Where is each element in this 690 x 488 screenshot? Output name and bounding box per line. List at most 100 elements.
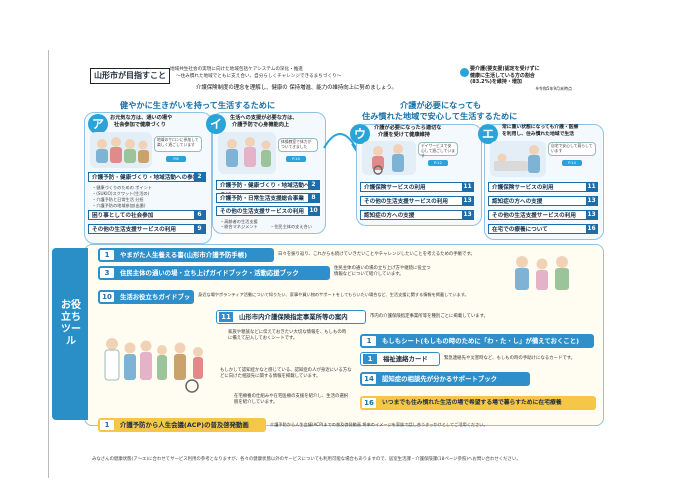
tool-bar-5[interactable]: 1 もしもシート(もしもの時のために「わ・た・し」が備えておくこと) xyxy=(360,334,594,348)
tool-label: 介護予防から人生会議(ACP)の普及啓発動画 xyxy=(120,421,249,429)
tool-desc-9: 介護予防から人生会議(ACP)までの普及啓発動画 将来のイメージを家族で話し合う… xyxy=(270,422,488,427)
panel-e-subtitle-1: 常に重い状態になっても介護・医療 xyxy=(502,125,579,130)
row-page-number: 8 xyxy=(308,193,319,203)
community-illustration xyxy=(100,330,220,404)
row-page-number: 13 xyxy=(586,196,597,206)
tool-page-number: 1 xyxy=(362,336,376,346)
row-label: 在宅での療養について xyxy=(492,227,548,233)
row-label: 認知症の方への支援 xyxy=(364,213,415,219)
lead-line-2: ～住み慣れた地域でともに支え合い、自分らしくチャレンジできるまちづくり～ xyxy=(176,74,342,79)
row-page-number: 10 xyxy=(308,206,319,216)
tool-bar-2[interactable]: 3 住民主体の通いの場・立ち上げガイドブック・活動応援ブック xyxy=(98,266,330,280)
footer-note: みなさんの健康状態(ア～エ)に合わせてサービス利用の参考となりますが、各々の健康… xyxy=(92,457,521,462)
row-label: 介護予防・日常生活支援総合事業 xyxy=(220,196,304,202)
caregiver-wheelchair-icon xyxy=(372,144,404,175)
tool-bar-8[interactable]: 16 いつまでも住み慣れた生活の場で希望する場で暮らすために在宅療養 xyxy=(360,396,596,410)
row-label: 介護保険サービスの利用 xyxy=(364,185,426,191)
panel-e-illustration xyxy=(490,141,546,177)
lead-line-3: 介護保険制度の理念を理解し、健康の 保持増進、能力の維持向上に努めましょう。 xyxy=(196,85,397,91)
tool-page-number: 16 xyxy=(362,398,376,408)
tool-page-number: 11 xyxy=(219,312,233,322)
panel-a-row-3[interactable]: その他の生活支援サービスの利用 9 xyxy=(88,224,206,234)
page-title: 山形市が目指すこと xyxy=(90,68,170,84)
panel-a-page-badge: P.8 xyxy=(166,156,186,162)
tool-label: 福祉連絡カード xyxy=(383,355,428,363)
tool-page-number: 1 xyxy=(100,250,114,260)
row-page-number: 2 xyxy=(194,172,205,182)
row-page-number: 11 xyxy=(462,182,473,192)
tool-desc-1: 日々を振り返り、これからも続けていきたいことやチャレンジしたいことを考えるための… xyxy=(278,252,475,257)
tool-page-number: 10 xyxy=(100,292,114,302)
row-label: その他の生活支援サービスの利用 xyxy=(364,199,448,205)
panel-a-row-2[interactable]: 困り事としての社会参加 6 xyxy=(88,210,206,220)
tool-desc-3: 身近な場やボランティア活動について知りたい、家事や買い物のサポートをしてもらいた… xyxy=(198,292,469,297)
panel-u-row-2[interactable]: その他の生活支援サービスの利用 13 xyxy=(360,196,474,206)
tool-desc-4: 市内の介護保険指定事業所等を種別ごとに掲載しています。 xyxy=(370,314,488,319)
tool-label: 山形市内介護保険指定事業所等の案内 xyxy=(239,313,348,321)
panel-e-row-1[interactable]: 介護保険サービスの利用 11 xyxy=(488,182,598,192)
panel-a-speech-bubble: 地域のサロンに参加して楽しく過ごしています xyxy=(154,136,202,152)
family-illustration xyxy=(508,252,588,296)
tool-bar-1[interactable]: 1 やまがた人生養える書(山形市介護予防手帳) xyxy=(98,248,274,262)
tool-label: いつまでも住み慣れた生活の場で希望する場で暮らすために在宅療養 xyxy=(382,400,562,406)
tool-bar-4[interactable]: 11 山形市内介護保険指定事業所等の案内 xyxy=(216,310,366,324)
row-label: 介護保険サービスの利用 xyxy=(492,185,554,191)
row-label: その他の生活支援サービスの利用 xyxy=(220,209,304,215)
panel-a-row-1[interactable]: 介護予防・健康づくり・地域活動への参加 2 xyxy=(88,172,206,182)
panel-u-subtitle-1: 介護が必要になったら適切な xyxy=(374,125,442,131)
tool-label: もしもシート(もしもの時のために「わ・た・し」が備えておくこと) xyxy=(382,337,580,345)
panel-e-row-3[interactable]: その他の生活支援サービスの利用 13 xyxy=(488,210,598,220)
tools-side-tab xyxy=(52,248,88,420)
panel-u-subtitle-2: 介護を受けて健康維持 xyxy=(378,132,430,138)
lead-line-1: 地域共生社会の実現に向けた地域包括ケアシステムの深化・推進 xyxy=(170,67,303,72)
tool-label: 住民主体の通いの場・立ち上げガイドブック・活動応援ブック xyxy=(120,269,299,277)
panel-i-subtitle-2: 介護予防で心身機能向上 xyxy=(232,122,290,128)
panel-u-row-3[interactable]: 認知症の方への支援 13 xyxy=(360,210,474,220)
panel-i-note-3: ・住民主体の支え合い xyxy=(270,224,312,229)
panel-i-subtitle-1: 生活への支援が必要な方は、 xyxy=(230,115,298,121)
panel-i-speech-bubble: 体操教室で体力がついてきました xyxy=(278,138,318,152)
tool-page-number: 1 xyxy=(100,420,114,430)
panel-i-row-1[interactable]: 介護予防・健康づくり・地域活動への参加 2 xyxy=(216,180,320,199)
seniors-group-icon xyxy=(96,137,149,163)
tool-desc-2: 住民主体の通いの場の立ち上げ方や継続に役立つ情報などについて紹介しています。 xyxy=(334,266,431,277)
callout-dot xyxy=(460,68,469,77)
row-page-number: 13 xyxy=(586,210,597,220)
exercise-seniors-icon xyxy=(226,137,271,167)
panel-e-speech-bubble: 自宅で安心して暮らしています xyxy=(548,142,596,156)
row-page-number: 2 xyxy=(308,180,319,190)
row-label: 認知症の方への支援 xyxy=(492,199,543,205)
panel-e-row-4[interactable]: 在宅での療養について 16 xyxy=(488,224,598,234)
panel-u-row-1[interactable]: 介護保険サービスの利用 11 xyxy=(360,182,474,192)
panel-a-note-3: ・介護予防と日常生活 分担 xyxy=(92,197,144,202)
tool-desc-6: 緊急連絡先や災害時など、もしもの時の手助けになるカードです。 xyxy=(444,356,576,361)
tool-label: やまがた人生養える書(山形市介護予防手帳) xyxy=(120,251,248,259)
panel-i-note-2: ・総合マネジメント xyxy=(220,224,258,229)
panel-u-speech-bubble: デイサービスで安心して過ごしています xyxy=(418,142,458,157)
panel-i-row-2[interactable]: 介護予防・日常生活支援総合事業 8 xyxy=(216,193,320,203)
panel-e-letter: エ xyxy=(478,124,498,144)
tool-label: 認知症の相談先が分かるサポートブック xyxy=(382,375,498,383)
panel-a-note-4: ・介護予防の地域参加(出番) xyxy=(92,203,146,208)
row-page-number: 9 xyxy=(194,224,205,234)
panel-e-page-badge: P.14 xyxy=(562,160,582,166)
row-label: 困り事としての社会参加 xyxy=(92,213,154,219)
callout-line-2: 健康に生活している方の割合 xyxy=(470,72,535,79)
tool-bar-9[interactable]: 1 介護予防から人生会議(ACP)の普及啓発動画 xyxy=(98,418,266,432)
panel-a-note-1: ・健康づくりのための ポイント xyxy=(92,185,152,190)
tool-bar-6[interactable]: 1 福祉連絡カード xyxy=(360,352,440,366)
tool-bar-3[interactable]: 10 生活お役立ちガイドブック xyxy=(98,290,194,311)
row-page-number: 16 xyxy=(586,224,597,234)
left-section-heading: 健やかに生きがいを持って生活するために xyxy=(120,100,276,110)
tool-desc-8: 在宅療養の仕組みや在宅医療の支援を紹介し、生活の選択肢を紹介しています。 xyxy=(234,394,349,405)
row-page-number: 13 xyxy=(462,196,473,206)
home-care-bed-icon xyxy=(494,145,540,173)
page-fold xyxy=(48,50,49,478)
tool-bar-7[interactable]: 14 認知症の相談先が分かるサポートブック xyxy=(360,372,530,386)
callout-line-3: (83.2%)を維持・増加 xyxy=(470,79,522,85)
panel-e-row-2[interactable]: 認知症の方への支援 13 xyxy=(488,196,598,206)
panel-a-note-2: ・(SUKIO)スクワット(生活の) xyxy=(92,191,150,196)
panel-i-illustration xyxy=(218,132,276,174)
panel-i-row-3[interactable]: その他の生活支援サービスの利用 10 xyxy=(216,206,320,216)
panel-a-subtitle-1: お元気な方は、通いの場や xyxy=(110,115,173,121)
